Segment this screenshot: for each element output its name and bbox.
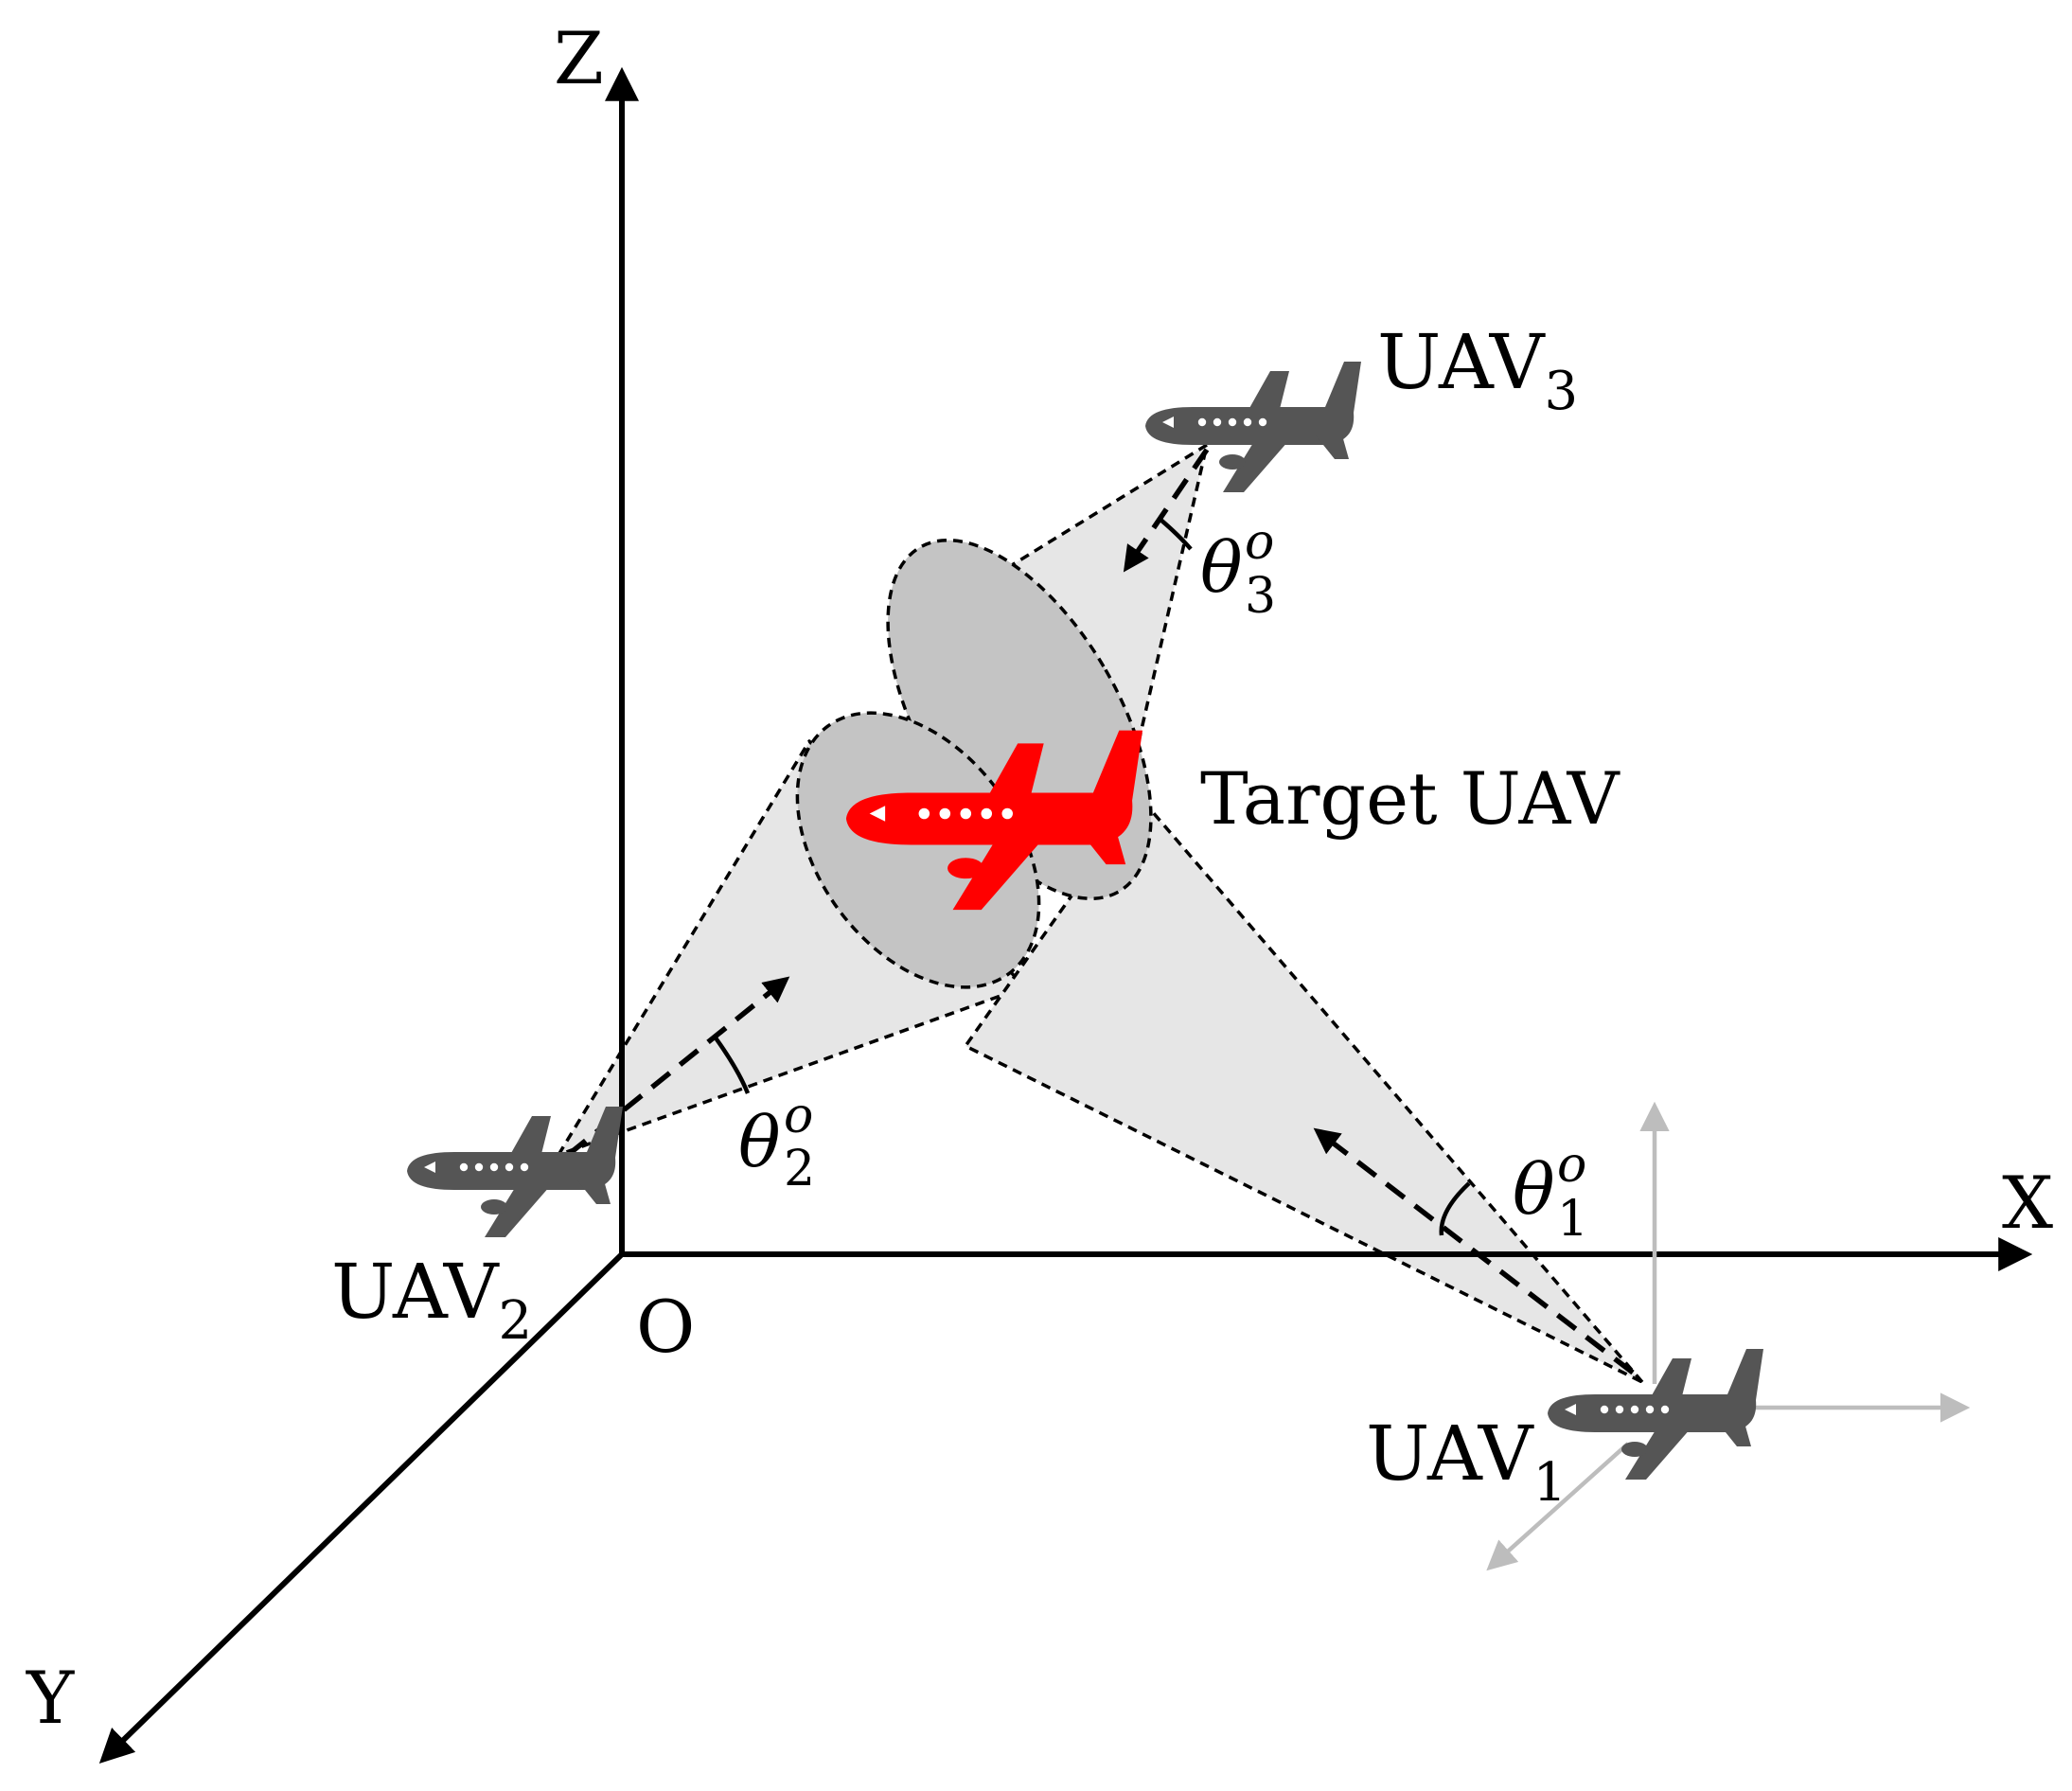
y-axis bbox=[98, 1251, 625, 1764]
coordinate-axes bbox=[98, 66, 2033, 1764]
svg-text:2: 2 bbox=[784, 1141, 815, 1197]
svg-text:o: o bbox=[784, 1088, 813, 1144]
svg-text:θ: θ bbox=[1513, 1149, 1555, 1231]
y-axis-label: Y bbox=[26, 1656, 75, 1740]
x-axis-label: X bbox=[2002, 1161, 2053, 1245]
theta-2-label: θ o 2 bbox=[738, 1088, 815, 1197]
angle-arc-3 bbox=[1158, 517, 1193, 551]
uav1-label: UAV1 bbox=[1366, 1410, 1567, 1514]
angle-arc-2 bbox=[713, 1035, 751, 1094]
uav2-label: UAV2 bbox=[331, 1248, 532, 1352]
angle-arc-1 bbox=[1439, 1181, 1471, 1236]
angle-labels: θ o 1 θ o 2 θ o 3 bbox=[738, 514, 1588, 1248]
target-uav-label: Target UAV bbox=[1200, 756, 1620, 841]
angle-arcs bbox=[713, 517, 1471, 1236]
svg-text:3: 3 bbox=[1245, 568, 1276, 625]
svg-text:θ: θ bbox=[1200, 527, 1243, 609]
axis-labels: Z X Y O bbox=[26, 16, 2053, 1740]
sensing-cones bbox=[557, 443, 1644, 1384]
theta-1-label: θ o 1 bbox=[1513, 1137, 1588, 1248]
svg-text:θ: θ bbox=[738, 1102, 781, 1183]
svg-text:o: o bbox=[1557, 1137, 1586, 1194]
z-axis-label: Z bbox=[554, 16, 604, 100]
uav3-label: UAV3 bbox=[1377, 318, 1578, 422]
cone-uav1 bbox=[964, 796, 1644, 1384]
uav-labels: UAV1 UAV2 UAV3 Target UAV bbox=[331, 318, 1620, 1514]
boresight-uav1 bbox=[1313, 1127, 1635, 1375]
theta-3-label: θ o 3 bbox=[1200, 514, 1276, 625]
svg-text:o: o bbox=[1245, 514, 1274, 571]
local-y-axis bbox=[1486, 1442, 1630, 1571]
svg-text:1: 1 bbox=[1557, 1191, 1588, 1248]
boresight-uav3 bbox=[1123, 448, 1210, 573]
origin-label: O bbox=[636, 1285, 695, 1369]
